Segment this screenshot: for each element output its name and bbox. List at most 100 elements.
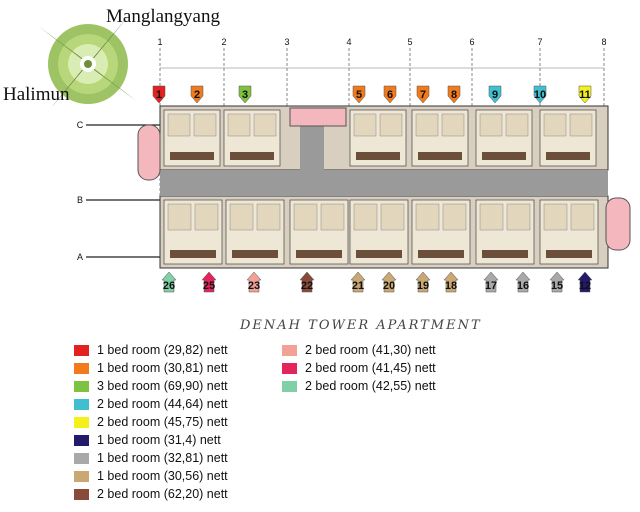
room xyxy=(356,250,402,258)
stair-west xyxy=(137,124,161,181)
unit-marker-26[interactable]: 26 xyxy=(161,271,177,293)
room xyxy=(227,113,251,137)
room xyxy=(167,113,191,137)
unit-marker-6[interactable]: 6 xyxy=(383,85,397,104)
grid-column-label: 2 xyxy=(221,37,226,47)
unit-marker-23[interactable]: 23 xyxy=(246,271,262,293)
legend-swatch xyxy=(74,362,89,374)
unit-marker-16[interactable]: 16 xyxy=(515,271,531,293)
bottom-unit-markers: 26 25 23 22 21 20 19 18 17 16 15 12 xyxy=(161,271,593,293)
legend-left: 1 bed room (29,82) nett 1 bed room (30,81… xyxy=(74,341,228,503)
room xyxy=(379,113,403,137)
unit-marker-20[interactable]: 20 xyxy=(381,271,397,293)
legend-item: 2 bed room (41,30) nett xyxy=(282,341,436,359)
room xyxy=(482,152,526,160)
unit-marker-25[interactable]: 25 xyxy=(201,271,217,293)
unit-number: 12 xyxy=(579,280,591,292)
unit-marker-18[interactable]: 18 xyxy=(443,271,459,293)
room xyxy=(479,113,503,137)
legend-item: 1 bed room (32,81) nett xyxy=(74,449,228,467)
unit-number: 17 xyxy=(485,280,497,292)
unit-number: 2 xyxy=(194,89,200,101)
unit-marker-2[interactable]: 2 xyxy=(190,85,204,104)
unit-number: 5 xyxy=(356,89,362,101)
unit-marker-1[interactable]: 1 xyxy=(152,85,166,104)
grid-column-label: 3 xyxy=(284,37,289,47)
unit-marker-8[interactable]: 8 xyxy=(447,85,461,104)
legend-label: 2 bed room (41,45) nett xyxy=(305,361,436,375)
unit-marker-5[interactable]: 5 xyxy=(352,85,366,104)
legend-item: 1 bed room (29,82) nett xyxy=(74,341,228,359)
unit-marker-11[interactable]: 11 xyxy=(578,85,592,104)
room xyxy=(193,113,217,137)
room xyxy=(546,250,592,258)
room xyxy=(320,203,345,231)
legend-swatch xyxy=(74,344,89,356)
legend-item: 2 bed room (62,20) nett xyxy=(74,485,228,503)
legend-label: 1 bed room (30,56) nett xyxy=(97,469,228,483)
unit-marker-arrow xyxy=(350,271,366,293)
legend-swatch xyxy=(282,380,297,392)
unit-number: 16 xyxy=(517,280,529,292)
room xyxy=(418,152,462,160)
room xyxy=(479,203,504,231)
grid-column-label: 5 xyxy=(407,37,412,47)
unit-marker-9[interactable]: 9 xyxy=(488,85,502,104)
unit-marker-7[interactable]: 7 xyxy=(416,85,430,104)
room xyxy=(418,250,464,258)
legend-label: 1 bed room (29,82) nett xyxy=(97,343,228,357)
grid-column-label: 1 xyxy=(157,37,162,47)
unit-number: 25 xyxy=(203,280,215,292)
legend-swatch xyxy=(282,362,297,374)
unit-marker-arrow xyxy=(483,271,499,293)
room xyxy=(253,113,277,137)
room xyxy=(353,113,377,137)
unit-marker-arrow xyxy=(577,271,593,293)
unit-marker-arrow xyxy=(201,271,217,293)
unit-number: 3 xyxy=(242,89,248,101)
unit-marker-10[interactable]: 10 xyxy=(533,85,547,104)
lift-lobby xyxy=(289,107,347,127)
legend-item: 1 bed room (30,81) nett xyxy=(74,359,228,377)
unit-marker-arrow xyxy=(415,271,431,293)
room xyxy=(546,152,590,160)
room xyxy=(229,203,254,231)
grid-column-label: 8 xyxy=(601,37,606,47)
legend-label: 2 bed room (41,30) nett xyxy=(305,343,436,357)
unit-number: 15 xyxy=(551,280,563,292)
room xyxy=(356,152,400,160)
unit-marker-arrow xyxy=(352,85,366,104)
unit-rooms xyxy=(163,109,599,265)
unit-marker-12[interactable]: 12 xyxy=(577,271,593,293)
unit-marker-3[interactable]: 3 xyxy=(238,85,252,104)
room xyxy=(506,203,531,231)
legend-swatch xyxy=(282,344,297,356)
unit-marker-arrow xyxy=(443,271,459,293)
unit-marker-arrow xyxy=(299,271,315,293)
unit-marker-22[interactable]: 22 xyxy=(299,271,315,293)
unit-marker-arrow xyxy=(383,85,397,104)
legend-item: 1 bed room (31,4) nett xyxy=(74,431,228,449)
legend-swatch xyxy=(74,488,89,500)
room xyxy=(442,203,467,231)
unit-number: 9 xyxy=(492,89,498,101)
legend-item: 2 bed room (41,45) nett xyxy=(282,359,436,377)
unit-marker-19[interactable]: 19 xyxy=(415,271,431,293)
unit-marker-arrow xyxy=(152,85,166,104)
unit-number: 22 xyxy=(301,280,313,292)
room xyxy=(230,152,274,160)
grid-row-label: B xyxy=(77,195,83,205)
unit-marker-17[interactable]: 17 xyxy=(483,271,499,293)
legend-item: 3 bed room (69,90) nett xyxy=(74,377,228,395)
room xyxy=(569,113,593,137)
unit-marker-arrow xyxy=(515,271,531,293)
grid-column-label: 4 xyxy=(346,37,351,47)
unit-number: 20 xyxy=(383,280,395,292)
unit-marker-21[interactable]: 21 xyxy=(350,271,366,293)
unit-marker-15[interactable]: 15 xyxy=(549,271,565,293)
plan-title: DENAH TOWER APARTMENT xyxy=(240,318,482,333)
legend-swatch xyxy=(74,434,89,446)
legend-swatch xyxy=(74,470,89,482)
unit-number: 10 xyxy=(534,89,546,101)
